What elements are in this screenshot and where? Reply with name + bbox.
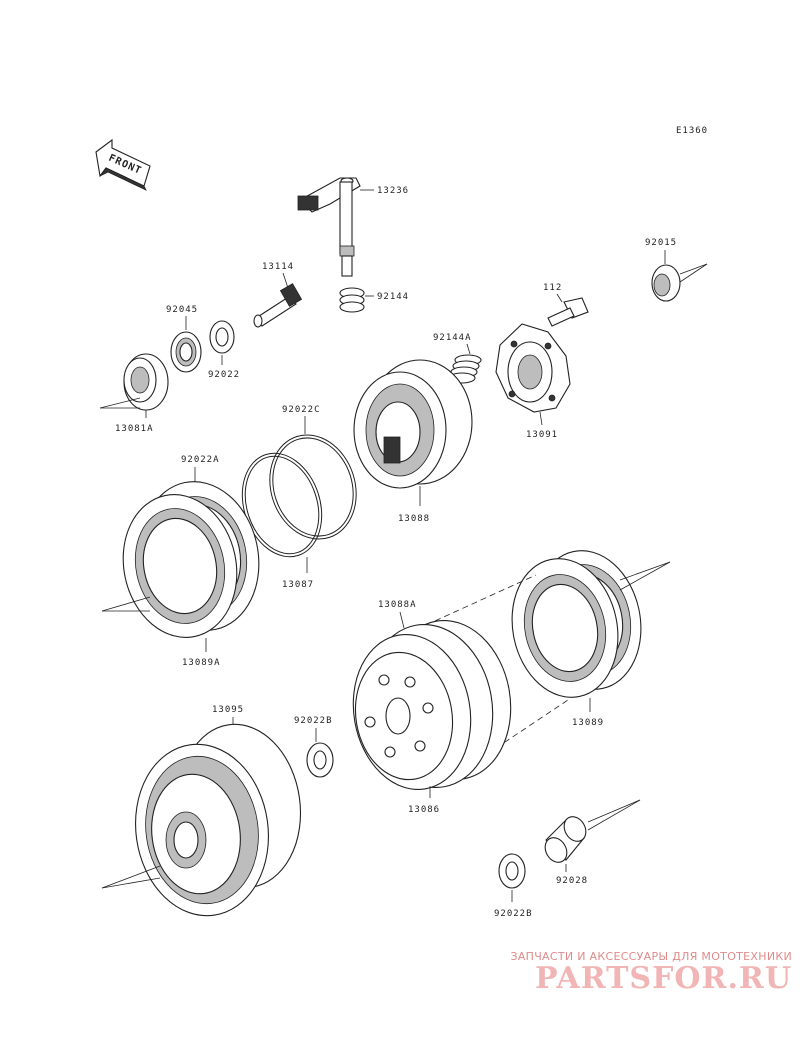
label-92022b-upper: 92022B	[294, 716, 333, 726]
watermark: ЗАПЧАСТИ И АКСЕССУАРЫ ДЛЯ МОТОТЕХНИКИ PA…	[486, 950, 792, 996]
part-92045-bearing	[170, 331, 202, 373]
part-13081a-bushing	[123, 353, 169, 411]
label-92028: 92028	[556, 876, 588, 886]
label-13236: 13236	[377, 186, 409, 196]
label-13086: 13086	[408, 805, 440, 815]
label-92015: 92015	[645, 238, 677, 248]
label-13089a: 13089A	[182, 658, 221, 668]
label-13081a: 13081A	[115, 424, 154, 434]
label-13088: 92022A	[181, 455, 220, 465]
label-92144a: 92144A	[433, 333, 472, 343]
label-92144: 92144	[377, 292, 409, 302]
label-13114: 13114	[262, 262, 294, 272]
part-13091-pressure-plate	[495, 323, 571, 413]
watermark-tagline: ЗАПЧАСТИ И АКСЕССУАРЫ ДЛЯ МОТОТЕХНИКИ	[510, 950, 792, 963]
label-13087: 13088	[398, 514, 430, 524]
front-arrow-icon: FRONT	[95, 138, 151, 191]
label-112: 112	[543, 283, 562, 293]
part-92022b-washer-lower	[498, 853, 526, 889]
part-92144-spring	[339, 287, 365, 313]
label-92022: 92022	[208, 370, 240, 380]
part-13114-pushrod	[253, 283, 303, 328]
label-92045: 92045	[166, 305, 198, 315]
part-92022b-washer-upper	[306, 742, 334, 778]
part-13095-clutch-housing	[135, 723, 302, 917]
part-13089a-steel-plate	[122, 494, 238, 638]
label-92022b-lower: 92022B	[494, 909, 533, 919]
label-92022a: 13087	[282, 580, 314, 590]
label-13091: 13091	[526, 430, 558, 440]
part-13236-release-shaft	[297, 177, 361, 277]
label-13089: 13089	[572, 718, 604, 728]
label-13088a: 13088A	[378, 600, 417, 610]
part-13087-clutch-hub	[353, 359, 473, 489]
part-92144a-springs	[448, 354, 482, 384]
part-92028-collar	[544, 816, 587, 863]
diagram-code: E1360	[676, 126, 708, 136]
part-112-bolt	[547, 297, 589, 327]
part-92022c-ring	[269, 434, 357, 540]
part-13086-hub-plate	[352, 619, 512, 791]
label-13095: 13095	[212, 705, 244, 715]
part-92015-nut	[651, 264, 681, 302]
label-92022c: 92022C	[282, 405, 321, 415]
part-13089-friction-plate	[511, 558, 619, 698]
watermark-logo: PARTSFOR.RU	[535, 961, 792, 996]
part-92022-washer	[209, 320, 235, 354]
